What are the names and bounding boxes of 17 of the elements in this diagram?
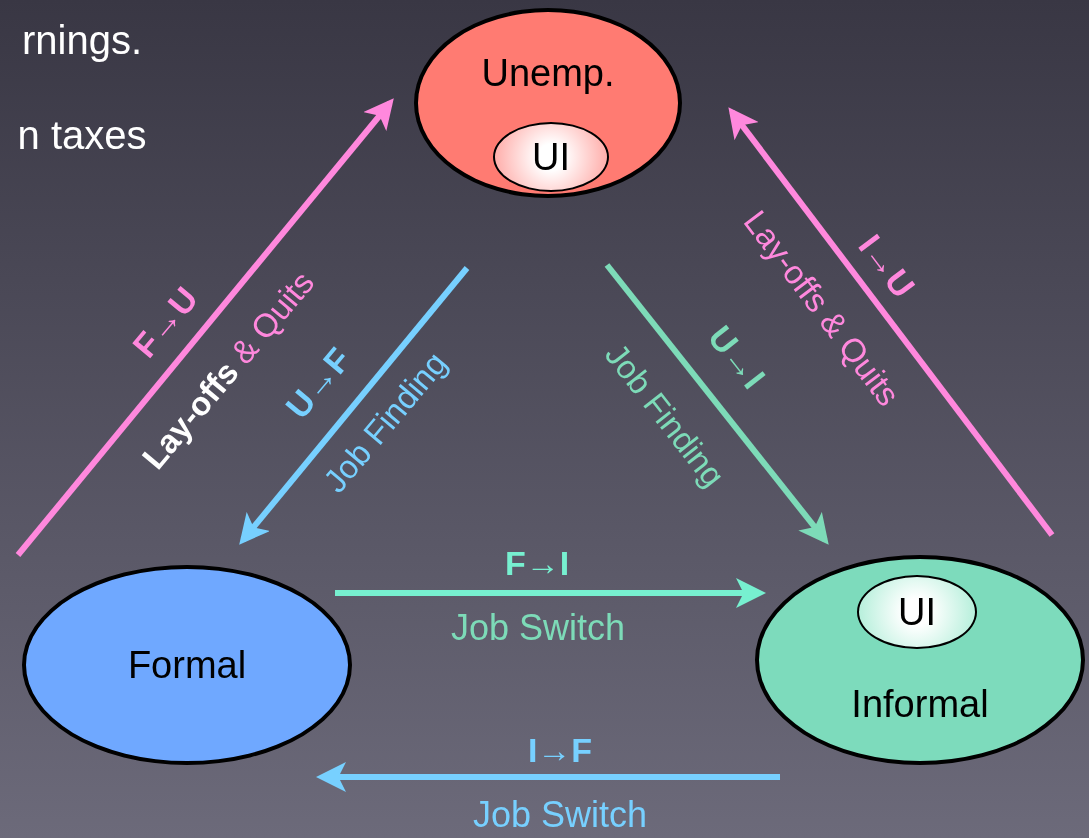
edge-label: F→I <box>504 546 570 580</box>
arrow <box>604 263 829 545</box>
node-label: UI <box>532 138 570 176</box>
node-label: Informal <box>851 685 989 723</box>
node-label: UI <box>898 593 936 631</box>
arrow <box>239 266 470 545</box>
arrow <box>728 107 1055 537</box>
text-label: rnings. <box>21 20 143 60</box>
arrow <box>316 762 780 792</box>
text-label: Job Switch <box>472 797 648 833</box>
text-label: n taxes <box>17 115 147 155</box>
node-label: Formal <box>127 646 247 684</box>
arrow <box>335 578 766 608</box>
text-label: Job Switch <box>450 610 626 646</box>
arrow <box>15 98 394 557</box>
node-label: Unemp. <box>481 54 615 92</box>
edge-label: I→F <box>527 733 593 767</box>
